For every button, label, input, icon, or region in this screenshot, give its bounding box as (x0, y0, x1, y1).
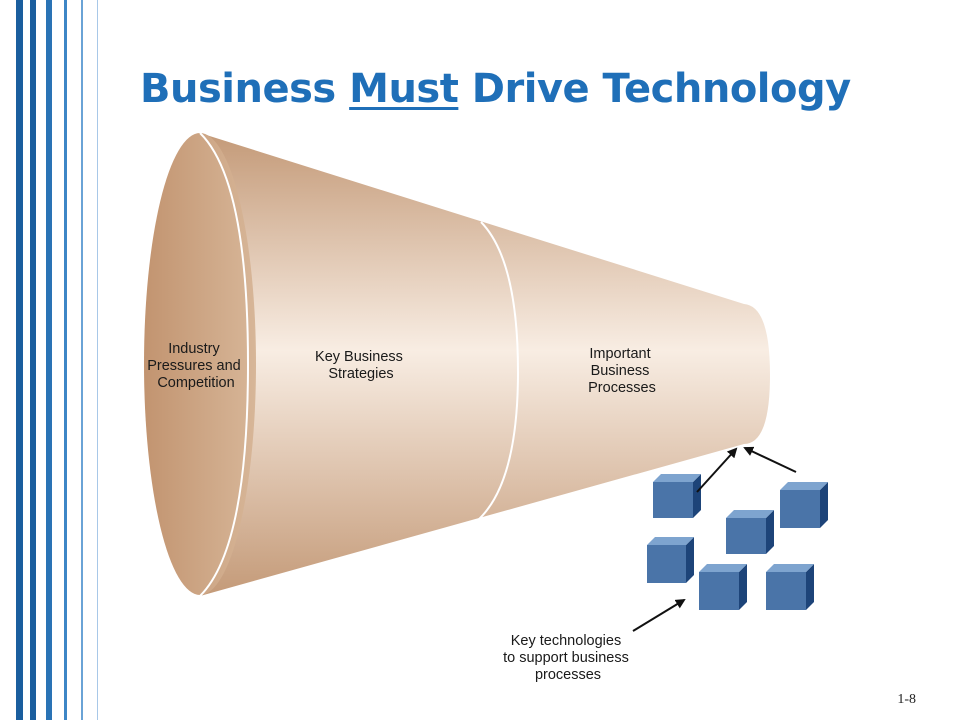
funnel-body (200, 133, 770, 596)
cube-5 (699, 564, 747, 610)
stage-3-line-3: Processes (588, 380, 656, 396)
cube-4 (647, 537, 694, 583)
tech-line-1: Key technologies (511, 633, 621, 649)
stage-3-line-2: Business (591, 363, 650, 379)
tech-line-2: to support business (503, 650, 629, 666)
title-part-1: Business (140, 66, 350, 112)
stage-2-line-2: Strategies (328, 366, 393, 382)
cube-3 (726, 510, 774, 554)
arrow-cube-to-funnel (696, 447, 738, 493)
funnel-mouth (144, 133, 256, 595)
stage-1-line-3: Competition (157, 375, 234, 391)
stage-2-line-1: Key Business (315, 349, 403, 365)
title-emphasis: Must (349, 66, 459, 112)
cube-2 (780, 482, 828, 528)
page-number: 1-8 (897, 692, 916, 707)
funnel-stage-label-1: Industry Pressures and Competition (147, 341, 245, 391)
left-stripe-2 (30, 0, 36, 720)
funnel-stage-label-2: Key Business Strategies (315, 349, 407, 382)
stage-1-line-1: Industry (168, 341, 220, 357)
arrow-cube-to-funnel-right (743, 446, 797, 473)
left-stripe-3 (46, 0, 52, 720)
funnel-stage-label-3: Important Business Processes (588, 346, 656, 396)
left-stripe-1 (16, 0, 23, 720)
stage-1-line-2: Pressures and (147, 358, 241, 374)
left-stripe-4 (64, 0, 67, 720)
left-stripe-5 (81, 0, 83, 720)
funnel-divider-1 (199, 132, 250, 597)
cube-1 (653, 474, 701, 518)
title-part-2: Drive Technology (458, 66, 851, 112)
arrow-label-to-cubes (632, 598, 686, 632)
left-stripe-6 (97, 0, 98, 720)
funnel-divider-2 (476, 221, 520, 522)
cube-6 (766, 564, 814, 610)
tech-line-3: processes (535, 667, 601, 683)
slide-title: Business Must Drive Technology (140, 66, 851, 112)
technologies-label: Key technologies to support business pro… (503, 633, 633, 683)
stage-3-line-1: Important (589, 346, 650, 362)
